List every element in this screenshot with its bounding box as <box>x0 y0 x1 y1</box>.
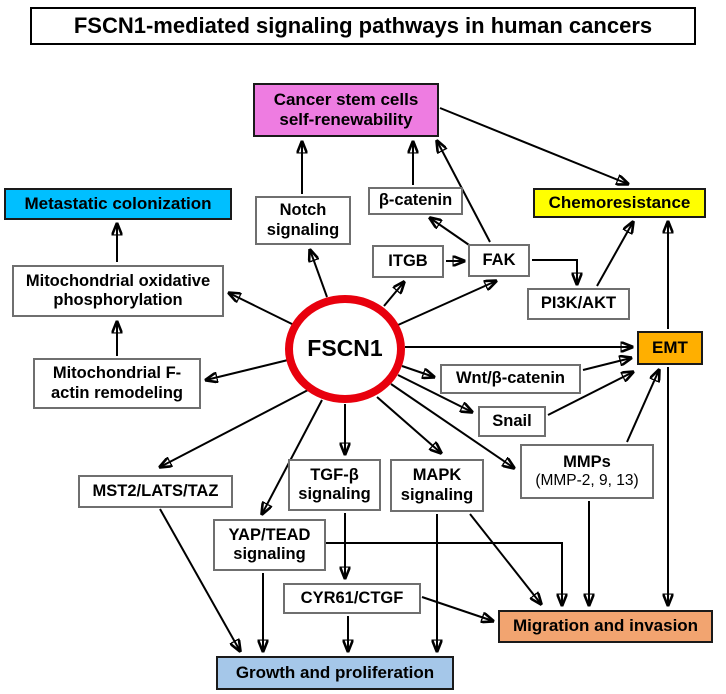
node-pi3k-akt: PI3K/AKT <box>527 288 630 320</box>
arrow-fscn1-to-notch <box>310 250 328 298</box>
arrow-snail-to-emt <box>547 372 633 416</box>
node-beta-catenin: β-catenin <box>368 187 463 215</box>
node-itgb: ITGB <box>372 245 444 278</box>
arrow-pi3k-to-chemoresistance <box>596 222 633 287</box>
arrow-fak-to-pi3k <box>532 259 577 284</box>
node-chemoresistance: Chemoresistance <box>533 188 706 218</box>
node-notch-signaling: Notch signaling <box>255 196 351 245</box>
node-cancer-stem-cells: Cancer stem cells self-renewability <box>253 83 439 137</box>
arrow-fscn1-to-mito-factin <box>206 359 289 380</box>
diagram-title: FSCN1-mediated signaling pathways in hum… <box>30 7 696 45</box>
arrow-fak-to-beta-catenin <box>430 218 473 248</box>
node-metastatic-colonization: Metastatic colonization <box>4 188 232 220</box>
node-mapk-signaling: MAPK signaling <box>390 459 484 512</box>
node-snail: Snail <box>478 406 546 437</box>
node-migration-and-invasion: Migration and invasion <box>498 610 713 643</box>
node-mst2-lats-taz: MST2/LATS/TAZ <box>78 475 233 508</box>
node-fak: FAK <box>468 244 530 277</box>
node-wnt-beta-catenin: Wnt/β-catenin <box>440 364 581 394</box>
arrow-yap-to-migration <box>326 542 562 605</box>
node-cyr61-ctgf: CYR61/CTGF <box>283 583 421 614</box>
arrow-mst2-to-growth <box>159 508 240 651</box>
node-emt: EMT <box>637 331 703 365</box>
arrow-fscn1-to-fak <box>397 281 496 326</box>
arrow-fscn1-to-yap <box>262 399 323 514</box>
node-mmps: MMPs (MMP-2, 9, 13) <box>520 444 654 499</box>
arrow-fscn1-to-mito-oxphos <box>229 293 295 326</box>
arrow-fscn1-to-mst2 <box>160 389 309 467</box>
arrow-cancer-stem-to-chemoresistance <box>439 107 628 184</box>
arrow-fscn1-to-itgb <box>383 282 404 307</box>
arrow-fscn1-to-snail <box>397 374 472 412</box>
node-yap-tead-signaling: YAP/TEAD signaling <box>213 519 326 571</box>
node-mitochondrial-oxidative-phosphorylation: Mitochondrial oxidative phosphorylation <box>12 265 224 317</box>
arrow-fscn1-to-wnt <box>401 365 434 377</box>
arrow-fscn1-to-mapk <box>376 396 441 453</box>
node-growth-and-proliferation: Growth and proliferation <box>216 656 454 690</box>
node-mmps-title: MMPs <box>563 452 611 471</box>
node-fscn1: FSCN1 <box>285 295 405 403</box>
arrow-mmps-to-emt <box>626 370 659 443</box>
node-tgf-beta-signaling: TGF-β signaling <box>288 459 381 511</box>
arrow-cyr61-to-migration <box>421 596 493 621</box>
node-mmps-subtitle: (MMP-2, 9, 13) <box>535 472 639 490</box>
arrow-mapk-to-migration <box>469 513 541 604</box>
arrow-fak-to-cancer-stem <box>437 141 491 243</box>
arrow-wnt-to-emt <box>582 358 631 371</box>
arrow-fscn1-to-mmps <box>390 383 514 468</box>
node-mitochondrial-f-actin-remodeling: Mitochondrial F- actin remodeling <box>33 358 201 409</box>
